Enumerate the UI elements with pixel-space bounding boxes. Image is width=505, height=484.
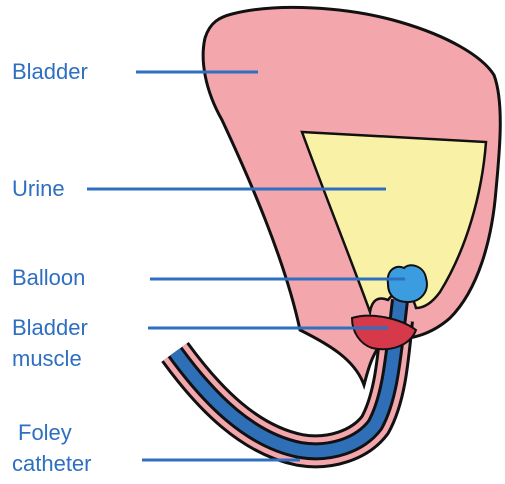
label-urine: Urine (12, 175, 65, 202)
label-balloon: Balloon (12, 264, 85, 291)
label-bladder: Bladder (12, 58, 88, 85)
label-foley-catheter-line1: Foley (18, 419, 72, 446)
label-foley-catheter-line2: catheter (12, 450, 92, 477)
label-bladder-muscle-line2: muscle (12, 345, 82, 372)
label-bladder-muscle-line1: Bladder (12, 314, 88, 341)
balloon (388, 265, 427, 302)
